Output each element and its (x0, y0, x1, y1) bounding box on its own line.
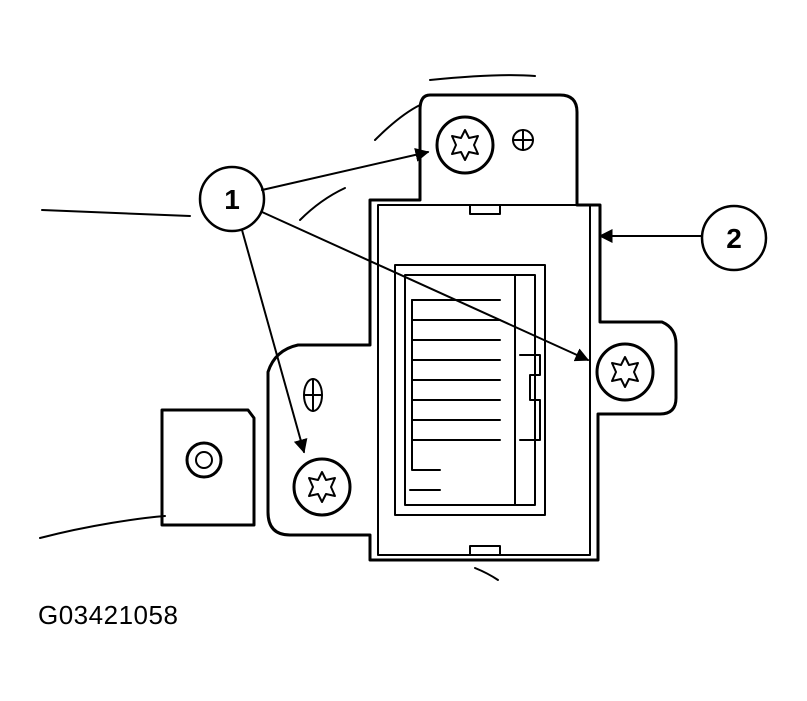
callout-1-label: 1 (224, 184, 240, 215)
callout-2-label: 2 (726, 223, 742, 254)
alignment-mark-icon (303, 378, 323, 412)
arrow-icon (241, 229, 308, 454)
figure-code: G03421058 (38, 600, 179, 630)
callout-circle-icon (198, 165, 266, 233)
callout-2: 2 (598, 204, 768, 272)
mounting-block (160, 408, 256, 527)
alignment-mark-icon (512, 129, 534, 151)
torx-screw-icon (435, 115, 495, 175)
arrow-icon (261, 147, 430, 191)
connector-icon (394, 264, 546, 516)
housing-context (39, 74, 536, 581)
callout-1: 1 (198, 147, 590, 454)
callout-circle-icon (700, 204, 768, 272)
module-bracket (266, 93, 678, 562)
torx-screw-icon (595, 342, 655, 402)
arrow-icon (261, 211, 590, 362)
torx-screw-icon (292, 457, 352, 517)
